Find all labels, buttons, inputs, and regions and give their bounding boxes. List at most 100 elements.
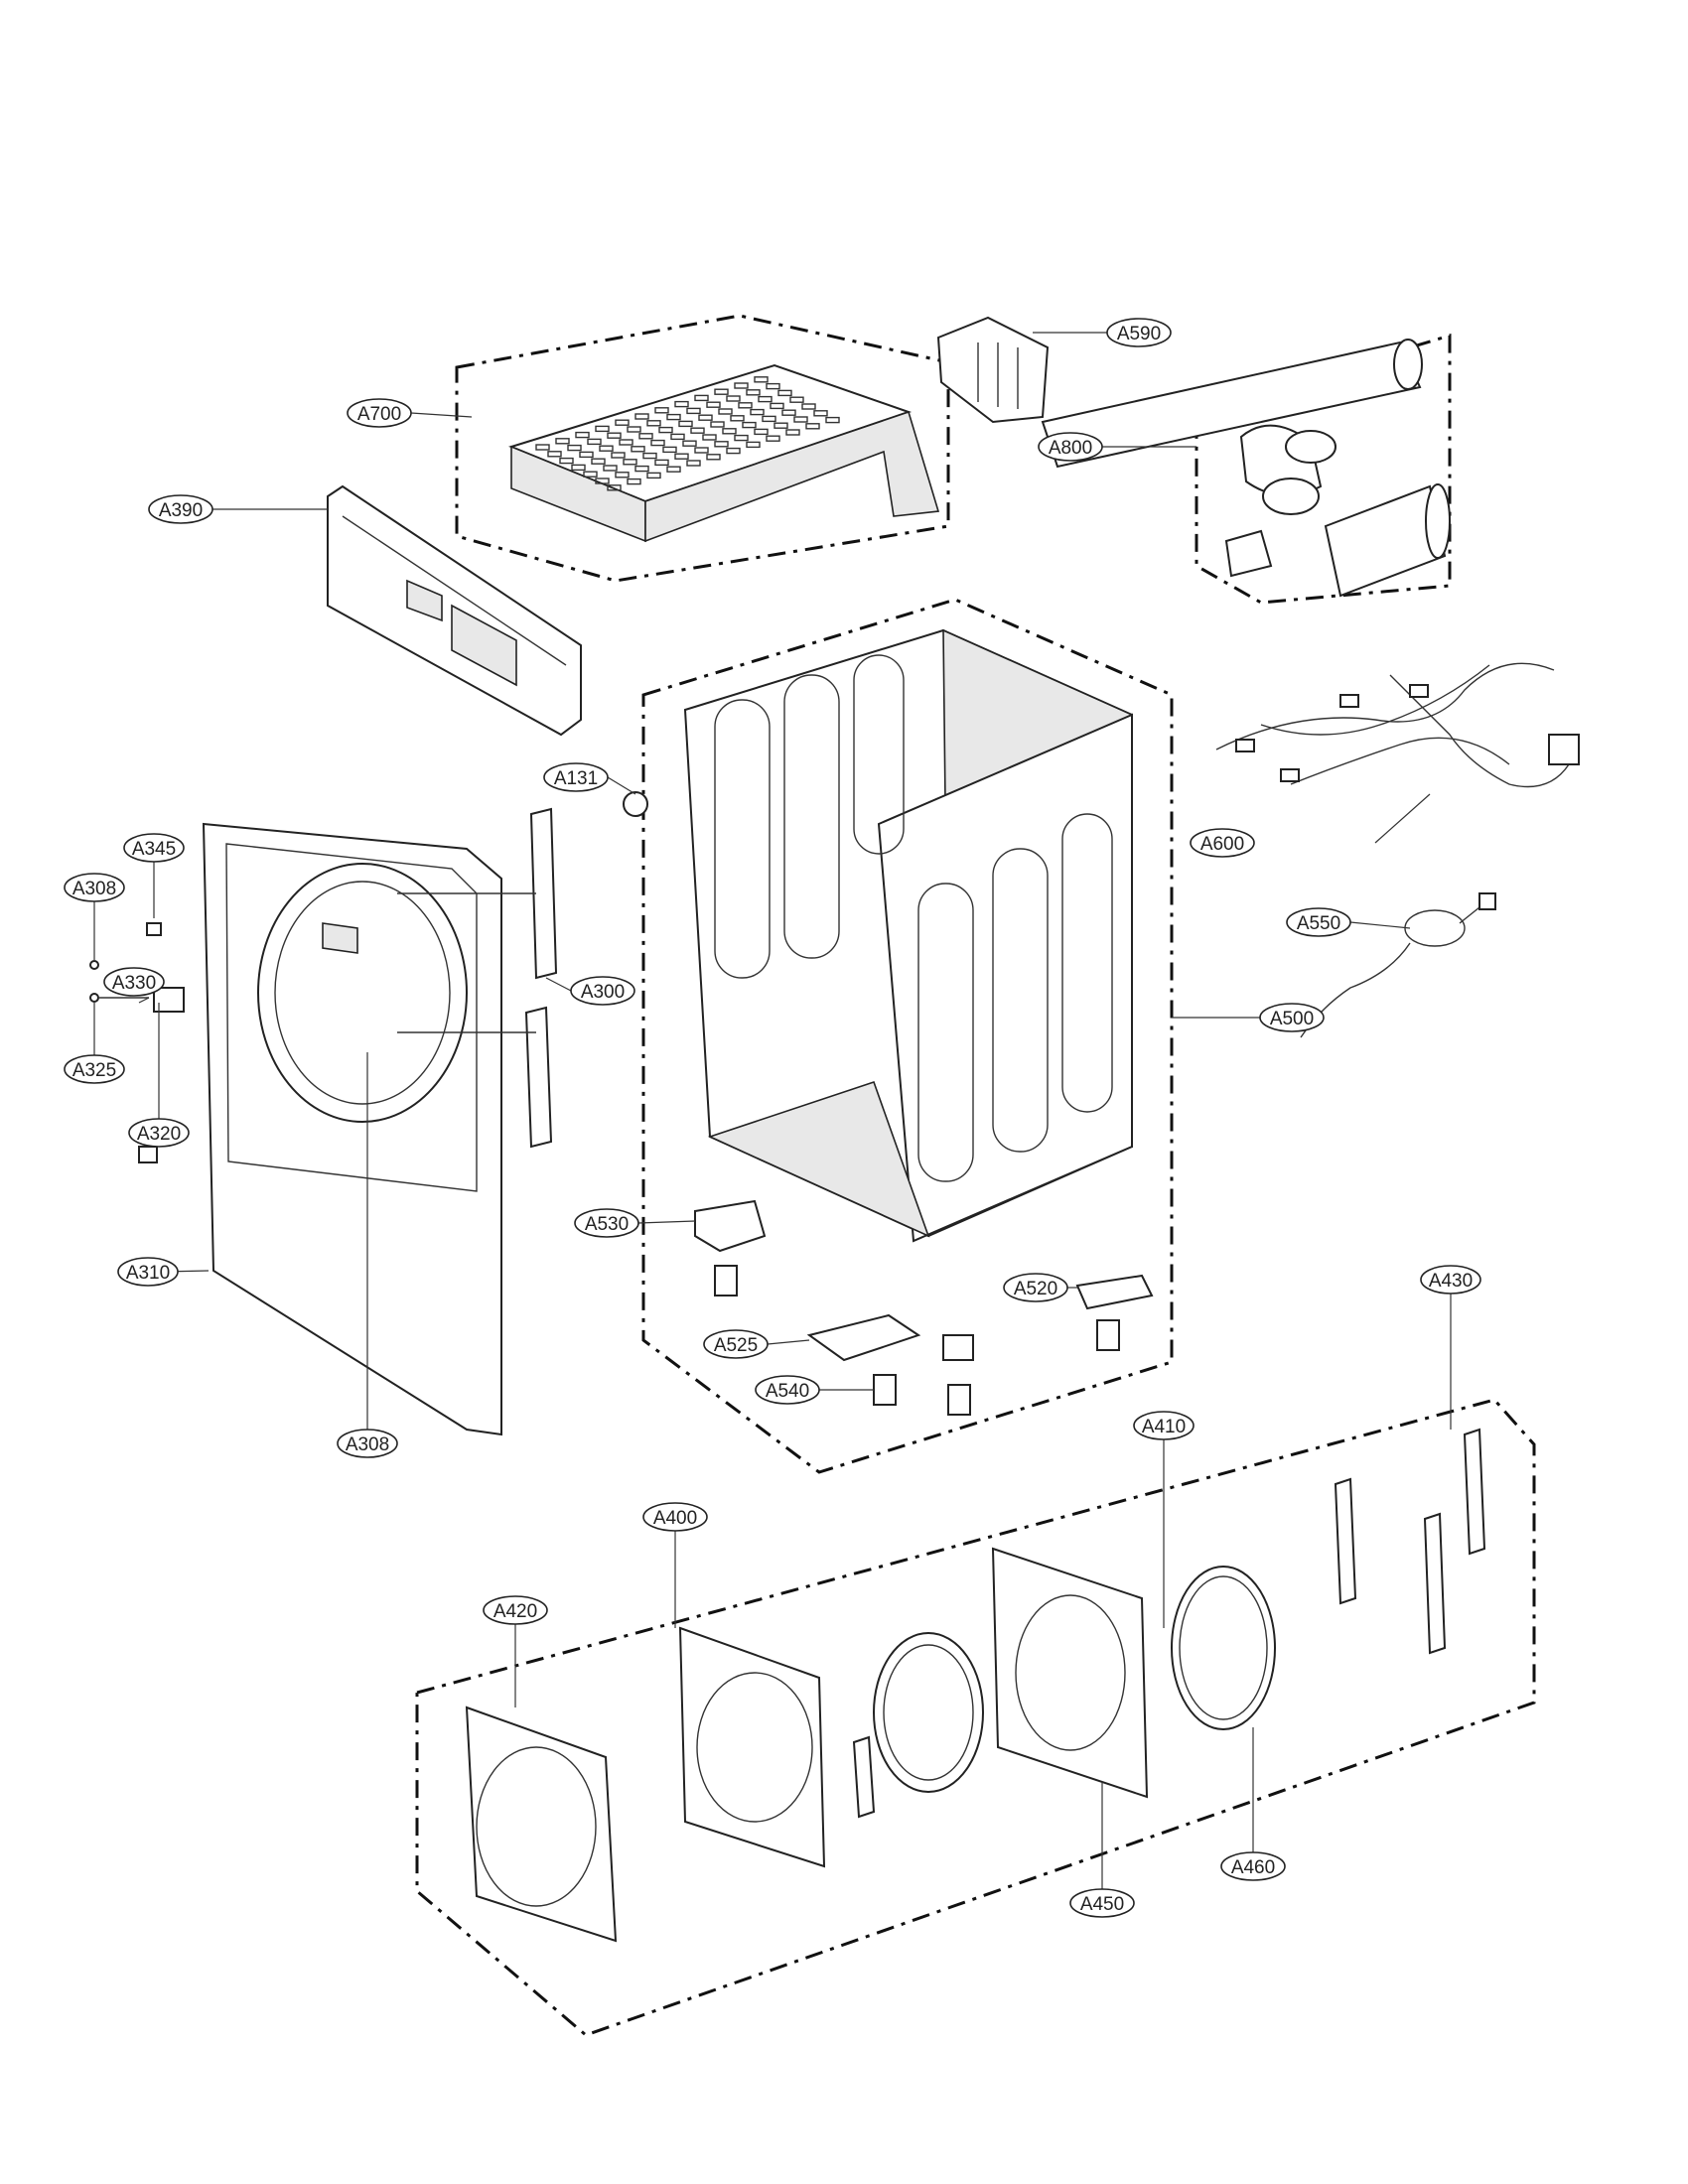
grid-cell: [623, 459, 637, 466]
svg-text:A700: A700: [357, 404, 401, 425]
duct-group-outline: [1195, 333, 1452, 605]
door-inner-plate-part: [991, 1547, 1149, 1799]
grid-cell: [595, 478, 610, 484]
svg-text:A450: A450: [1080, 1894, 1124, 1915]
svg-text:A460: A460: [1231, 1857, 1275, 1878]
label-A460: A460: [1220, 1851, 1286, 1881]
label-A420: A420: [483, 1595, 548, 1625]
label-A550: A550: [1286, 907, 1351, 937]
label-A800: A800: [1038, 432, 1103, 462]
grid-cell: [754, 428, 769, 436]
grid-cell: [615, 472, 630, 478]
grid-cell: [587, 438, 602, 446]
label-A540: A540: [755, 1375, 820, 1405]
grid-cell: [583, 471, 598, 478]
svg-text:A410: A410: [1142, 1417, 1186, 1437]
grid-cell: [777, 389, 792, 397]
grid-cell: [686, 460, 701, 467]
door-cover-part: [465, 1706, 618, 1943]
grid-cell: [781, 409, 796, 416]
svg-text:A300: A300: [581, 982, 625, 1003]
grid-cell: [634, 465, 649, 473]
grid-cell: [607, 484, 622, 491]
svg-text:A320: A320: [137, 1124, 181, 1145]
grid-cell: [766, 382, 780, 390]
grid-cell: [535, 444, 550, 451]
svg-text:A500: A500: [1270, 1009, 1314, 1029]
wire-harness-part: [1215, 662, 1580, 788]
svg-text:A530: A530: [585, 1214, 629, 1235]
grid-cell: [603, 465, 618, 472]
leader-lines: [93, 332, 1452, 1889]
svg-text:A400: A400: [653, 1508, 697, 1529]
grid-cell: [770, 402, 784, 410]
door-gasket-part: [1171, 1566, 1276, 1730]
grid-cell: [754, 376, 769, 383]
grid-cell: [793, 416, 808, 423]
grid-cell: [559, 457, 574, 465]
grid-cell: [686, 407, 701, 415]
grid-cell: [694, 394, 709, 402]
grid-cell: [662, 446, 677, 454]
label-A590: A590: [1106, 318, 1172, 347]
grid-cell: [607, 432, 622, 439]
grid-cell: [726, 395, 741, 402]
label-A410: A410: [1133, 1411, 1195, 1440]
svg-text:A590: A590: [1117, 324, 1161, 344]
label-A390: A390: [148, 494, 213, 524]
grid-cell: [638, 433, 653, 440]
cabinet-group-outline: [641, 598, 1174, 1474]
grid-cell: [718, 408, 733, 415]
svg-text:A550: A550: [1297, 913, 1340, 934]
front-bracket-part: [397, 807, 558, 1149]
grid-cell: [710, 421, 725, 428]
grid-cell: [654, 459, 669, 467]
grid-cell: [714, 441, 729, 448]
grid-cell: [785, 429, 800, 436]
grid-cell: [726, 447, 741, 455]
svg-text:A420: A420: [493, 1601, 537, 1622]
grid-cell: [762, 415, 776, 423]
grid-cell: [627, 426, 641, 433]
grid-cell: [595, 425, 610, 433]
grid-cell: [619, 439, 633, 446]
grid-cell: [547, 451, 562, 458]
svg-text:A345: A345: [132, 839, 176, 860]
grid-cell: [730, 415, 745, 422]
grid-cell: [674, 453, 689, 460]
grid-cell: [766, 435, 780, 442]
label-A330: A330: [103, 967, 165, 997]
label-A345: A345: [123, 833, 185, 863]
svg-text:A310: A310: [126, 1263, 170, 1284]
cabinet-part: [683, 628, 1133, 1243]
grid-cell: [571, 464, 586, 472]
svg-text:A520: A520: [1014, 1279, 1057, 1299]
grid-cell: [579, 451, 594, 459]
grid-cell: [694, 447, 709, 454]
svg-text:A540: A540: [766, 1381, 809, 1402]
grid-cell: [591, 458, 606, 465]
grid-cell: [742, 421, 757, 429]
grid-cell: [627, 478, 641, 485]
svg-text:A600: A600: [1200, 834, 1244, 855]
svg-text:A330: A330: [112, 973, 156, 994]
grid-cell: [654, 407, 669, 414]
svg-text:A325: A325: [72, 1060, 116, 1081]
grid-cell: [722, 428, 737, 435]
grid-cell: [746, 389, 761, 396]
front-panel-part: [202, 822, 502, 1436]
grid-cell: [575, 431, 590, 439]
svg-text:A430: A430: [1429, 1271, 1473, 1292]
label-A525: A525: [703, 1329, 769, 1359]
grid-cell: [615, 419, 630, 426]
grid-cell: [734, 434, 749, 442]
label-A530: A530: [574, 1208, 639, 1238]
svg-text:A308: A308: [346, 1434, 389, 1455]
svg-text:A390: A390: [159, 500, 203, 521]
grid-cell: [670, 433, 685, 441]
grid-cell: [611, 452, 626, 459]
grid-cell: [774, 422, 788, 429]
duct-cover-part: [936, 316, 1050, 424]
grid-cell: [706, 401, 721, 408]
door-frame-part: [678, 1626, 826, 1868]
